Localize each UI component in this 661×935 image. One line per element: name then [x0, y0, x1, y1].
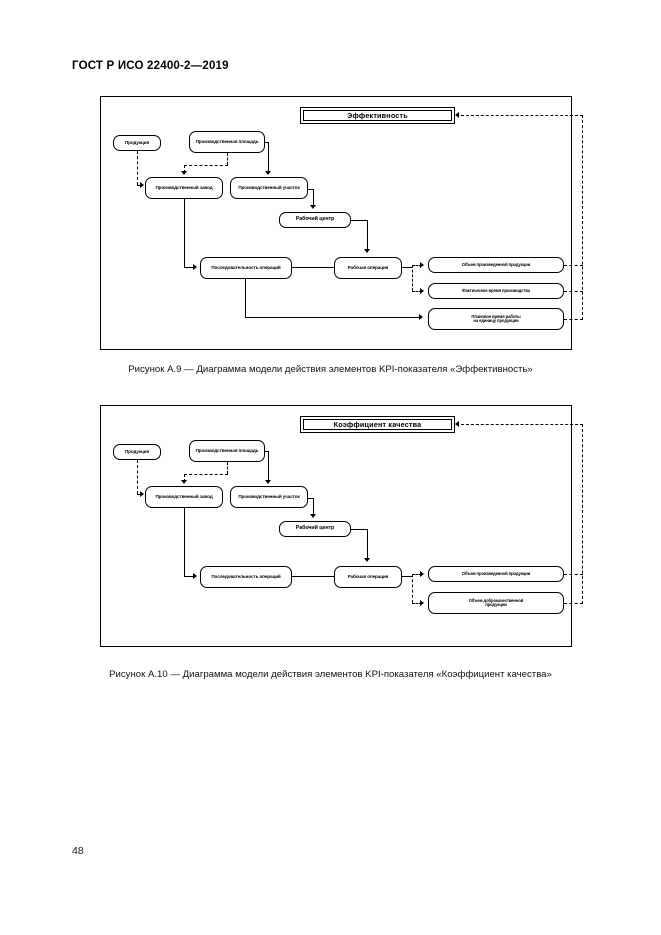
link-area-down-v	[227, 153, 228, 165]
link-metric1-bus	[564, 265, 583, 266]
node-production-site: Производственный участок	[230, 486, 308, 508]
arrow-area-to-plant	[181, 480, 187, 484]
link-plant-to-seq-h	[184, 576, 194, 578]
metric-box-actual-production-time: Фактическое время производства	[428, 283, 564, 299]
link-area-to-site-v	[268, 142, 270, 172]
kpi-return-bus-v	[582, 115, 583, 320]
arrow-area-to-plant	[181, 171, 187, 175]
link-op-to-metric1-h	[412, 574, 422, 575]
arrow-site-to-center	[310, 514, 316, 518]
link-metric2-bus	[564, 291, 583, 292]
link-center-to-op-v	[367, 529, 369, 559]
arrow-center-to-op	[364, 249, 370, 253]
kpi-return-bus-h	[461, 424, 583, 425]
metric-box-output-volume: Объем произведенной продукции	[428, 257, 564, 273]
kpi-title-box-efficiency: Эффективность	[300, 107, 455, 124]
link-metric2-bus	[564, 603, 583, 604]
link-site-to-center-h	[308, 498, 314, 500]
node-production-plant: Производственный завод	[145, 486, 223, 508]
node-work-center: Рабочий центр	[279, 521, 351, 537]
kpi-return-bus-h	[461, 115, 583, 116]
kpi-title-box-quality: Коэффициент качества	[300, 416, 455, 433]
link-area-to-plant-v	[184, 474, 185, 482]
link-product-to-plant-v	[137, 460, 138, 494]
node-product: Продукция	[113, 444, 161, 460]
arrow-bus-to-kpi	[455, 421, 459, 427]
link-metric1-bus	[564, 574, 583, 575]
arrow-op-to-metric1	[420, 262, 424, 268]
link-site-to-center-v	[313, 189, 315, 206]
link-product-to-plant-v	[137, 151, 138, 185]
arrow-plant-to-seq	[193, 264, 197, 270]
link-area-to-site-h	[265, 451, 269, 453]
metric-line-2: продукции	[485, 602, 507, 607]
link-plant-to-seq-h	[184, 267, 194, 269]
node-production-area: Производственная площадь	[189, 131, 265, 153]
link-op-to-metric2-h	[412, 291, 422, 292]
arrow-area-to-site	[265, 171, 271, 175]
link-seq-to-op	[292, 267, 334, 269]
link-site-to-center-h	[308, 189, 314, 191]
metric-line-1: Плановое время работы	[471, 313, 521, 319]
arrow-product-to-plant	[140, 182, 144, 188]
metric-box-planned-time-per-unit: Плановое время работы на единицу продукц…	[428, 308, 564, 330]
link-area-to-site-h	[265, 142, 269, 144]
link-seq-to-metric3-h	[245, 317, 420, 319]
arrow-seq-to-metric3	[419, 314, 423, 320]
link-area-to-plant-v	[184, 165, 185, 173]
arrow-center-to-op	[364, 558, 370, 562]
metric-line-1: Объем доброкачественной	[468, 597, 524, 603]
node-production-site: Производственный участок	[230, 177, 308, 199]
node-work-center: Рабочий центр	[279, 212, 351, 228]
link-product-to-plant-h	[137, 185, 141, 186]
kpi-return-bus-v	[582, 424, 583, 604]
link-metric3-bus	[564, 319, 583, 320]
node-production-area: Производственная площадь	[189, 440, 265, 462]
node-operation-sequence: Последовательность операций	[200, 257, 292, 279]
node-product: Продукция	[113, 135, 161, 151]
metric-box-output-volume: Объем произведенной продукции	[428, 566, 564, 582]
link-product-to-plant-h	[137, 494, 141, 495]
arrow-op-to-metric2	[420, 600, 424, 606]
page-number: 48	[72, 845, 84, 857]
link-seq-to-metric3-v	[245, 279, 247, 318]
arrow-site-to-center	[310, 205, 316, 209]
link-op-to-metric2-h	[412, 603, 422, 604]
link-seq-to-op	[292, 576, 334, 578]
figure-a10-caption: Рисунок А.10 — Диаграмма модели действия…	[109, 669, 552, 680]
link-center-to-op-v	[367, 220, 369, 250]
link-area-to-plant-h	[184, 165, 228, 166]
link-op-bus-v	[412, 265, 413, 291]
figure-a10-frame: Коэффициент качества Продукция Производс…	[100, 405, 583, 647]
arrow-plant-to-seq	[193, 573, 197, 579]
link-plant-to-seq-v	[184, 199, 186, 268]
node-work-operation: Рабочая операция	[334, 257, 402, 279]
node-operation-sequence: Последовательность операций	[200, 566, 292, 588]
link-center-to-op-h	[351, 220, 368, 222]
link-area-down-v	[227, 462, 228, 474]
link-area-to-site-v	[268, 451, 270, 481]
metric-box-good-quality-volume: Объем доброкачественной продукции	[428, 592, 564, 614]
link-site-to-center-v	[313, 498, 315, 515]
arrow-area-to-site	[265, 480, 271, 484]
link-center-to-op-h	[351, 529, 368, 531]
link-plant-to-seq-v	[184, 508, 186, 577]
node-production-plant: Производственный завод	[145, 177, 223, 199]
arrow-op-to-metric2	[420, 288, 424, 294]
arrow-product-to-plant	[140, 491, 144, 497]
arrow-op-to-metric1	[420, 571, 424, 577]
link-op-bus-h	[402, 267, 412, 269]
figure-a9-caption: Рисунок А.9 — Диаграмма модели действия …	[128, 364, 533, 375]
kpi-title-label: Эффективность	[303, 110, 452, 121]
link-op-to-metric1-h	[412, 265, 422, 266]
kpi-title-label: Коэффициент качества	[303, 419, 452, 430]
node-work-operation: Рабочая операция	[334, 566, 402, 588]
page-header: ГОСТ Р ИСО 22400-2—2019	[72, 60, 229, 72]
link-area-to-plant-h	[184, 474, 228, 475]
metric-line-2: на единицу продукции	[473, 318, 519, 323]
arrow-bus-to-kpi	[455, 112, 459, 118]
link-op-bus-v	[412, 574, 413, 603]
link-op-bus-h	[402, 576, 412, 578]
figure-a9-frame: Эффективность Продукция Производственная…	[100, 96, 583, 350]
